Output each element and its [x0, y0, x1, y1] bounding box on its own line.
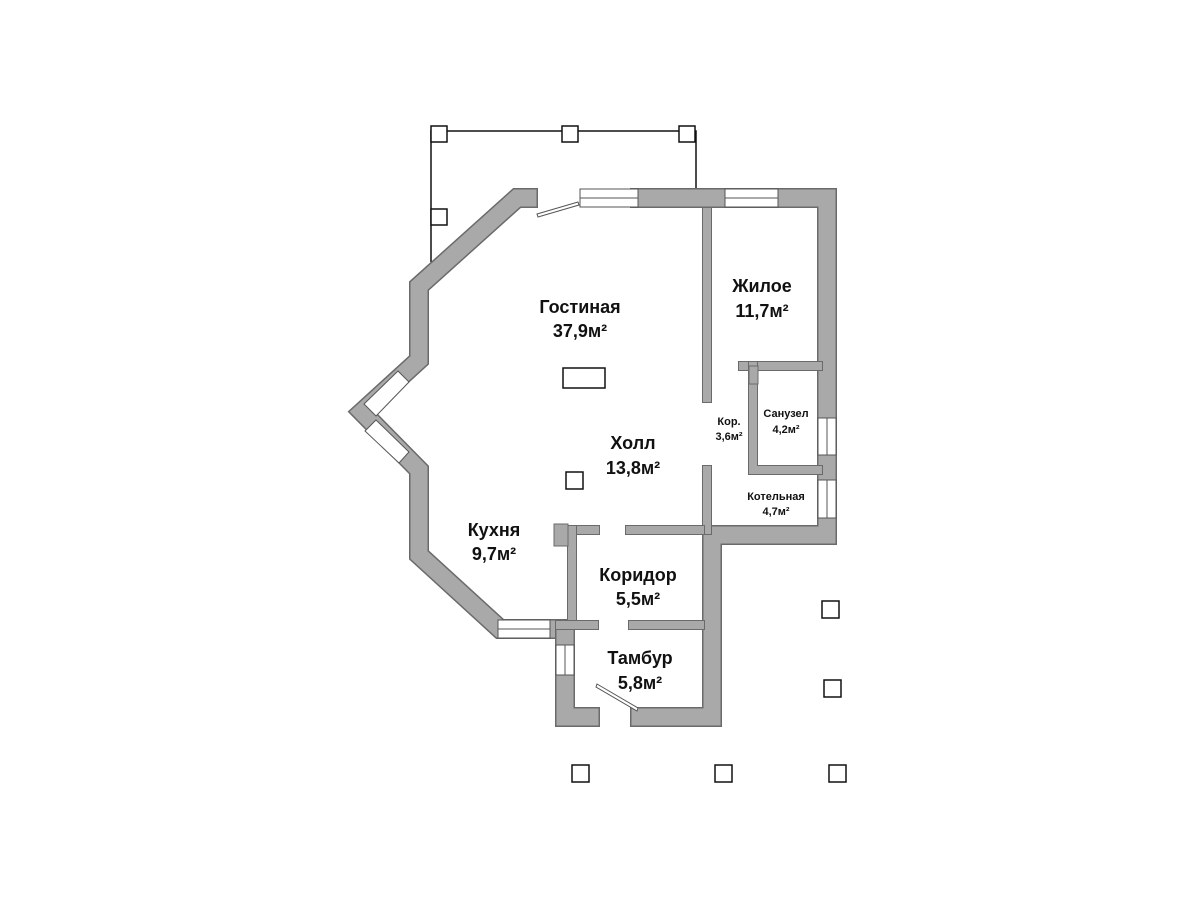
room-name-koridor: Коридор — [599, 565, 676, 585]
column — [430, 208, 448, 226]
fixture — [562, 367, 606, 389]
column — [821, 600, 840, 619]
column — [561, 125, 579, 143]
room-name-gostinaya: Гостиная — [539, 297, 620, 317]
windows — [363, 188, 837, 676]
room-area-kor: 3,6м² — [715, 431, 742, 443]
column — [823, 679, 842, 698]
room-area-holl: 13,8м² — [606, 458, 660, 478]
terrace — [430, 125, 697, 262]
room-name-kuhnya: Кухня — [468, 520, 521, 540]
room-name-zhiloe: Жилое — [731, 276, 792, 296]
column — [430, 125, 448, 143]
room-area-sanuzel: 4,2м² — [772, 424, 799, 436]
fixture — [565, 471, 584, 490]
window — [363, 370, 410, 417]
room-area-koridor: 5,5м² — [616, 589, 660, 609]
window — [364, 419, 410, 464]
room-name-kor: Кор. — [717, 416, 740, 428]
room-name-tambur: Тамбур — [607, 648, 672, 668]
door-swing — [536, 201, 580, 218]
room-area-kotelnaya: 4,7м² — [762, 506, 789, 518]
room-area-zhiloe: 11,7м² — [735, 301, 788, 321]
room-area-tambur: 5,8м² — [618, 673, 662, 693]
door-swing — [595, 683, 639, 712]
column — [828, 764, 847, 783]
column — [571, 764, 590, 783]
interior-walls — [553, 207, 823, 630]
room-area-gostinaya: 37,9м² — [553, 321, 607, 341]
column — [678, 125, 696, 143]
column — [714, 764, 733, 783]
room-name-kotelnaya: Котельная — [747, 491, 805, 503]
room-area-kuhnya: 9,7м² — [472, 544, 516, 564]
room-name-sanuzel: Санузел — [763, 408, 808, 420]
room-name-holl: Холл — [610, 433, 655, 453]
